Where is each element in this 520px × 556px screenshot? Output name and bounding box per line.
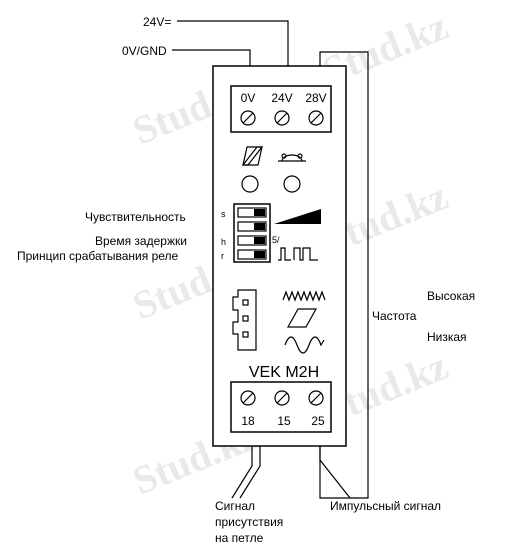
terminal-28v-label: 28V (305, 91, 326, 105)
label-sensitivity: Чувствительность (85, 210, 186, 224)
terminal-25-label: 25 (311, 414, 325, 428)
frequency-switch-icon (286, 308, 318, 328)
loop-wire-right (319, 51, 369, 499)
screw-icon (308, 110, 324, 126)
screw-icon (240, 390, 256, 406)
label-relay-mode: Принцип срабатывания реле (17, 249, 179, 263)
bottom-labels: Сигнал присутствия на петле Импульсный с… (215, 499, 441, 545)
label-presence-line1: Сигнал (215, 499, 255, 513)
switch-note: 5/ (272, 235, 280, 245)
switch-letter-s: s (221, 209, 226, 219)
dip-switch-2-knob (254, 223, 265, 230)
dip-switch-4[interactable] (237, 249, 267, 260)
right-labels: Высокая Частота Низкая (372, 289, 475, 344)
bottom-terminal-frame (230, 381, 332, 433)
label-high: Высокая (427, 289, 475, 303)
dip-switch-3-knob (254, 237, 265, 244)
switch-letter-r: r (221, 251, 224, 261)
relay-mode-waveform-icon (278, 247, 318, 261)
dip-switch-1[interactable] (237, 207, 267, 218)
dip-switch-3[interactable] (237, 235, 267, 246)
frequency-selector (282, 290, 326, 354)
led-loop-icon (241, 175, 259, 193)
led-presence-icon (283, 175, 301, 193)
left-labels: Чувствительность Время задержки Принцип … (17, 210, 187, 263)
screw-icon (274, 390, 290, 406)
label-presence-line3: на петле (215, 531, 264, 545)
switch-letter-h-1: h (221, 237, 226, 247)
dip-switch-block: s h r 5/ (221, 203, 280, 263)
label-low: Низкая (427, 330, 467, 344)
label-24v-supply: 24V= (143, 15, 171, 29)
terminal-15-label: 15 (277, 414, 291, 428)
terminal-18-label: 18 (241, 414, 255, 428)
label-pulse-signal: Импульсный сигнал (330, 499, 441, 513)
dip-switch-1-knob (254, 209, 265, 216)
presence-signal-lead (231, 446, 253, 499)
model-name: VEK M2H (249, 364, 319, 381)
pulse-signal-lead (319, 446, 351, 499)
label-0v-gnd: 0V/GND (122, 44, 167, 58)
label-delay: Время задержки (95, 234, 187, 248)
screw-icon (240, 110, 256, 126)
dip-switch-4-knob (254, 251, 265, 258)
screw-icon (308, 390, 324, 406)
presence-signal-lead-2 (239, 446, 261, 499)
label-frequency: Частота (372, 309, 417, 323)
low-frequency-wave-icon (284, 336, 325, 354)
loop-indicator-icon (242, 146, 263, 166)
loop-connector-icon (232, 289, 257, 351)
screw-icon (274, 110, 290, 126)
label-presence-line2: присутствия (215, 515, 283, 529)
sensitivity-ramp-icon (274, 209, 321, 224)
top-terminal-block: 0V 24V 28V (230, 85, 332, 133)
terminal-24v-label: 24V (271, 91, 292, 105)
wire-0v (172, 49, 251, 66)
high-frequency-wave-icon (282, 290, 326, 302)
wire-24v (177, 20, 289, 66)
terminal-0v-label: 0V (241, 91, 256, 105)
car-icon (278, 153, 306, 162)
supply-wires: 24V= 0V/GND (122, 15, 289, 66)
bottom-terminal-block: 18 15 25 (230, 381, 332, 433)
indicators (241, 146, 306, 193)
dip-switch-2[interactable] (237, 221, 267, 232)
